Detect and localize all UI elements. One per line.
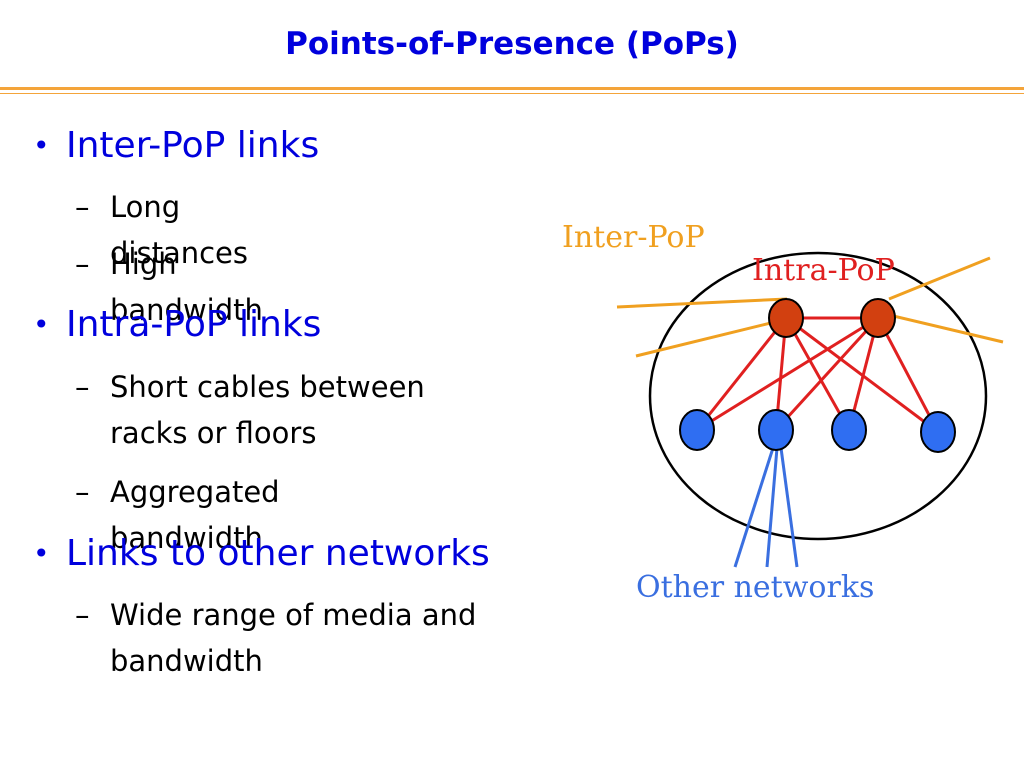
subitem-label: Aggregated bandwidth: [110, 475, 280, 555]
bullet-dot-icon: •: [33, 537, 50, 570]
subitem-label: Long distances: [110, 190, 248, 270]
inter-pop-links: [616, 256, 1004, 358]
intra-pop-links: [695, 316, 940, 434]
dash-icon: –: [75, 190, 90, 224]
title-rule-thick: [0, 87, 1024, 90]
bullet-label: Intra-PoP links: [66, 304, 322, 345]
intra-pop-link: [784, 317, 851, 431]
subitem-label: High bandwidth: [110, 247, 263, 327]
inter-pop-link: [635, 317, 788, 358]
bullet-label: Links to other networks: [66, 533, 490, 574]
intra-pop-link: [876, 317, 940, 433]
bullet-dot-icon: •: [33, 129, 50, 162]
subitem-label: Short cables between racks or floors: [110, 370, 425, 450]
subitem-wide-range: – Wide range of media and bandwidth: [75, 592, 510, 684]
other-network-link: [733, 447, 775, 568]
bullet-intra-pop: • Intra-PoP links: [33, 304, 322, 345]
bullet-label: Inter-PoP links: [66, 125, 320, 166]
slide-title: Points-of-Presence (PoPs): [285, 26, 739, 62]
intra-pop-link: [696, 316, 879, 432]
intra-pop-link: [774, 316, 880, 432]
pop-boundary: [648, 251, 988, 541]
host-node: [831, 409, 867, 451]
routers: [768, 298, 896, 338]
other-network-links: [733, 447, 799, 568]
dash-icon: –: [75, 598, 90, 632]
host-node: [758, 409, 794, 451]
dash-icon: –: [75, 475, 90, 509]
inter-pop-label: Inter-PoP: [562, 220, 705, 255]
bullet-other-networks: • Links to other networks: [33, 533, 490, 574]
dash-icon: –: [75, 247, 90, 281]
inter-pop-link: [616, 297, 788, 309]
other-network-link: [779, 447, 799, 568]
other-networks-label: Other networks: [636, 570, 874, 605]
router-node: [768, 298, 804, 338]
title-rule-thin: [0, 93, 1024, 94]
subitem-label: Wide range of media and bandwidth: [110, 598, 477, 678]
subitem-short-cables: – Short cables between racks or floors: [75, 364, 510, 456]
router-node: [860, 298, 896, 338]
intra-pop-link: [695, 317, 788, 431]
bullet-inter-pop: • Inter-PoP links: [33, 125, 320, 166]
subitem-long-distances: – Long distances: [75, 184, 248, 276]
subitem-high-bandwidth: – High bandwidth: [75, 241, 263, 333]
intra-pop-label: Intra-PoP: [752, 253, 895, 288]
other-network-link: [765, 447, 779, 568]
inter-pop-link: [888, 313, 1004, 344]
dash-icon: –: [75, 370, 90, 404]
inter-pop-link: [888, 256, 991, 301]
bullet-dot-icon: •: [33, 308, 50, 341]
host-node: [679, 409, 715, 451]
host-node: [920, 411, 956, 453]
subitem-aggregated-bandwidth: – Aggregated bandwidth: [75, 469, 280, 561]
hosts: [679, 409, 956, 453]
